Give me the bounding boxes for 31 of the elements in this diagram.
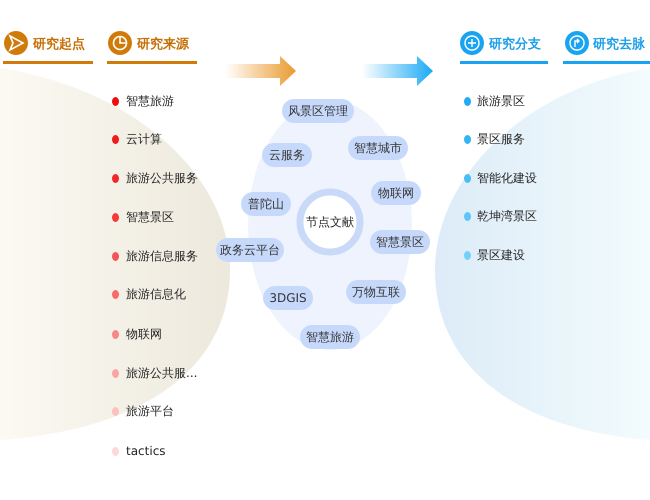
list-item: 旅游信息化 [126, 286, 186, 302]
keyword-tag: 普陀山 [241, 192, 291, 216]
section-heading: 研究去脉 [593, 36, 645, 53]
list-item: 旅游平台 [126, 403, 174, 419]
list-item: 智能化建设 [477, 170, 537, 186]
list-item: 旅游信息服务 [126, 248, 198, 264]
list-item: tactics [126, 443, 166, 459]
keyword-tag: 云服务 [262, 143, 312, 167]
node-label: 节点文献 [305, 214, 355, 231]
center-ring [296, 188, 364, 256]
section-heading: 研究来源 [137, 36, 189, 53]
list-item: 智慧景区 [126, 209, 174, 225]
list-item: 旅游景区 [477, 93, 525, 109]
list-item: 乾坤湾景区 [477, 208, 537, 224]
section-heading: 研究起点 [33, 36, 85, 53]
section-heading: 研究分支 [489, 36, 541, 53]
list-item: 旅游公共服... [126, 365, 198, 381]
keyword-tag: 物联网 [371, 181, 421, 205]
list-item: 景区服务 [477, 131, 525, 147]
keyword-tag: 智慧城市 [348, 136, 408, 160]
keyword-tag: 智慧旅游 [300, 325, 360, 349]
keyword-tag: 3DGIS [263, 286, 313, 310]
list-item: 物联网 [126, 326, 162, 342]
list-item: 云计算 [126, 131, 162, 147]
keyword-tag: 政务云平台 [216, 238, 284, 262]
list-item: 旅游公共服务 [126, 170, 198, 186]
keyword-tag: 智慧景区 [370, 230, 430, 254]
keyword-tag: 风景区管理 [282, 99, 354, 123]
keyword-tag: 万物互联 [346, 280, 406, 304]
list-item: 智慧旅游 [126, 93, 174, 109]
list-item: 景区建设 [477, 247, 525, 263]
